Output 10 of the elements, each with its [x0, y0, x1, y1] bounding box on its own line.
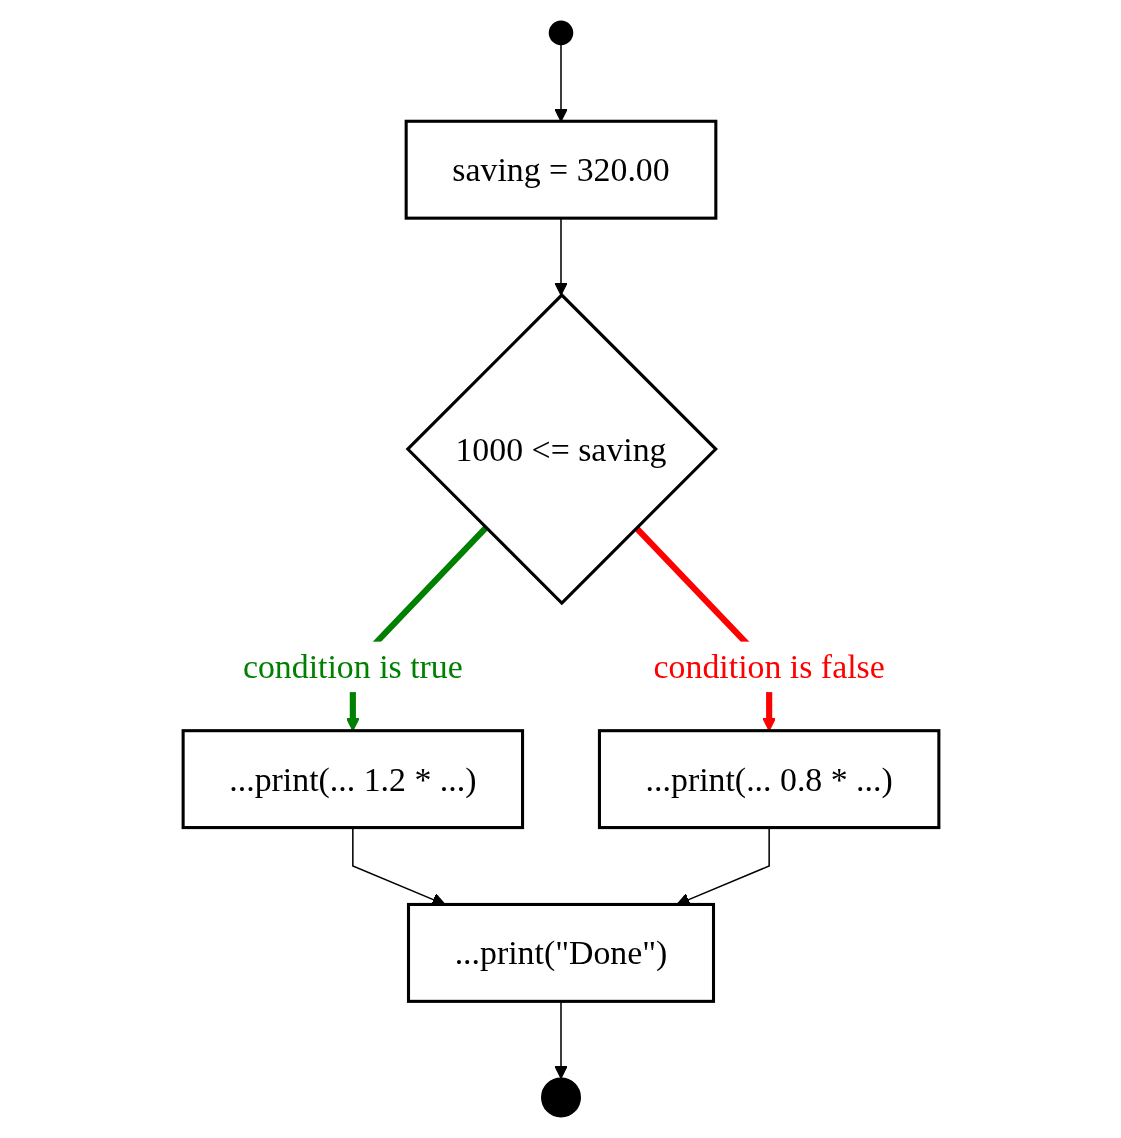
node-box: ...print(... 1.2 * ...) [181, 729, 524, 830]
node-box: ...print("Done") [406, 902, 715, 1003]
arrow [553, 43, 568, 122]
edge-label: condition is false [653, 647, 885, 687]
node-circle [548, 20, 573, 46]
node-circle [540, 1077, 581, 1118]
node-box: saving = 320.00 [404, 119, 717, 220]
node-box: ...print(... 0.8 * ...) [597, 729, 940, 830]
edge-label: condition is true [242, 647, 463, 687]
node-diamond: 1000 <= saving [405, 292, 718, 606]
